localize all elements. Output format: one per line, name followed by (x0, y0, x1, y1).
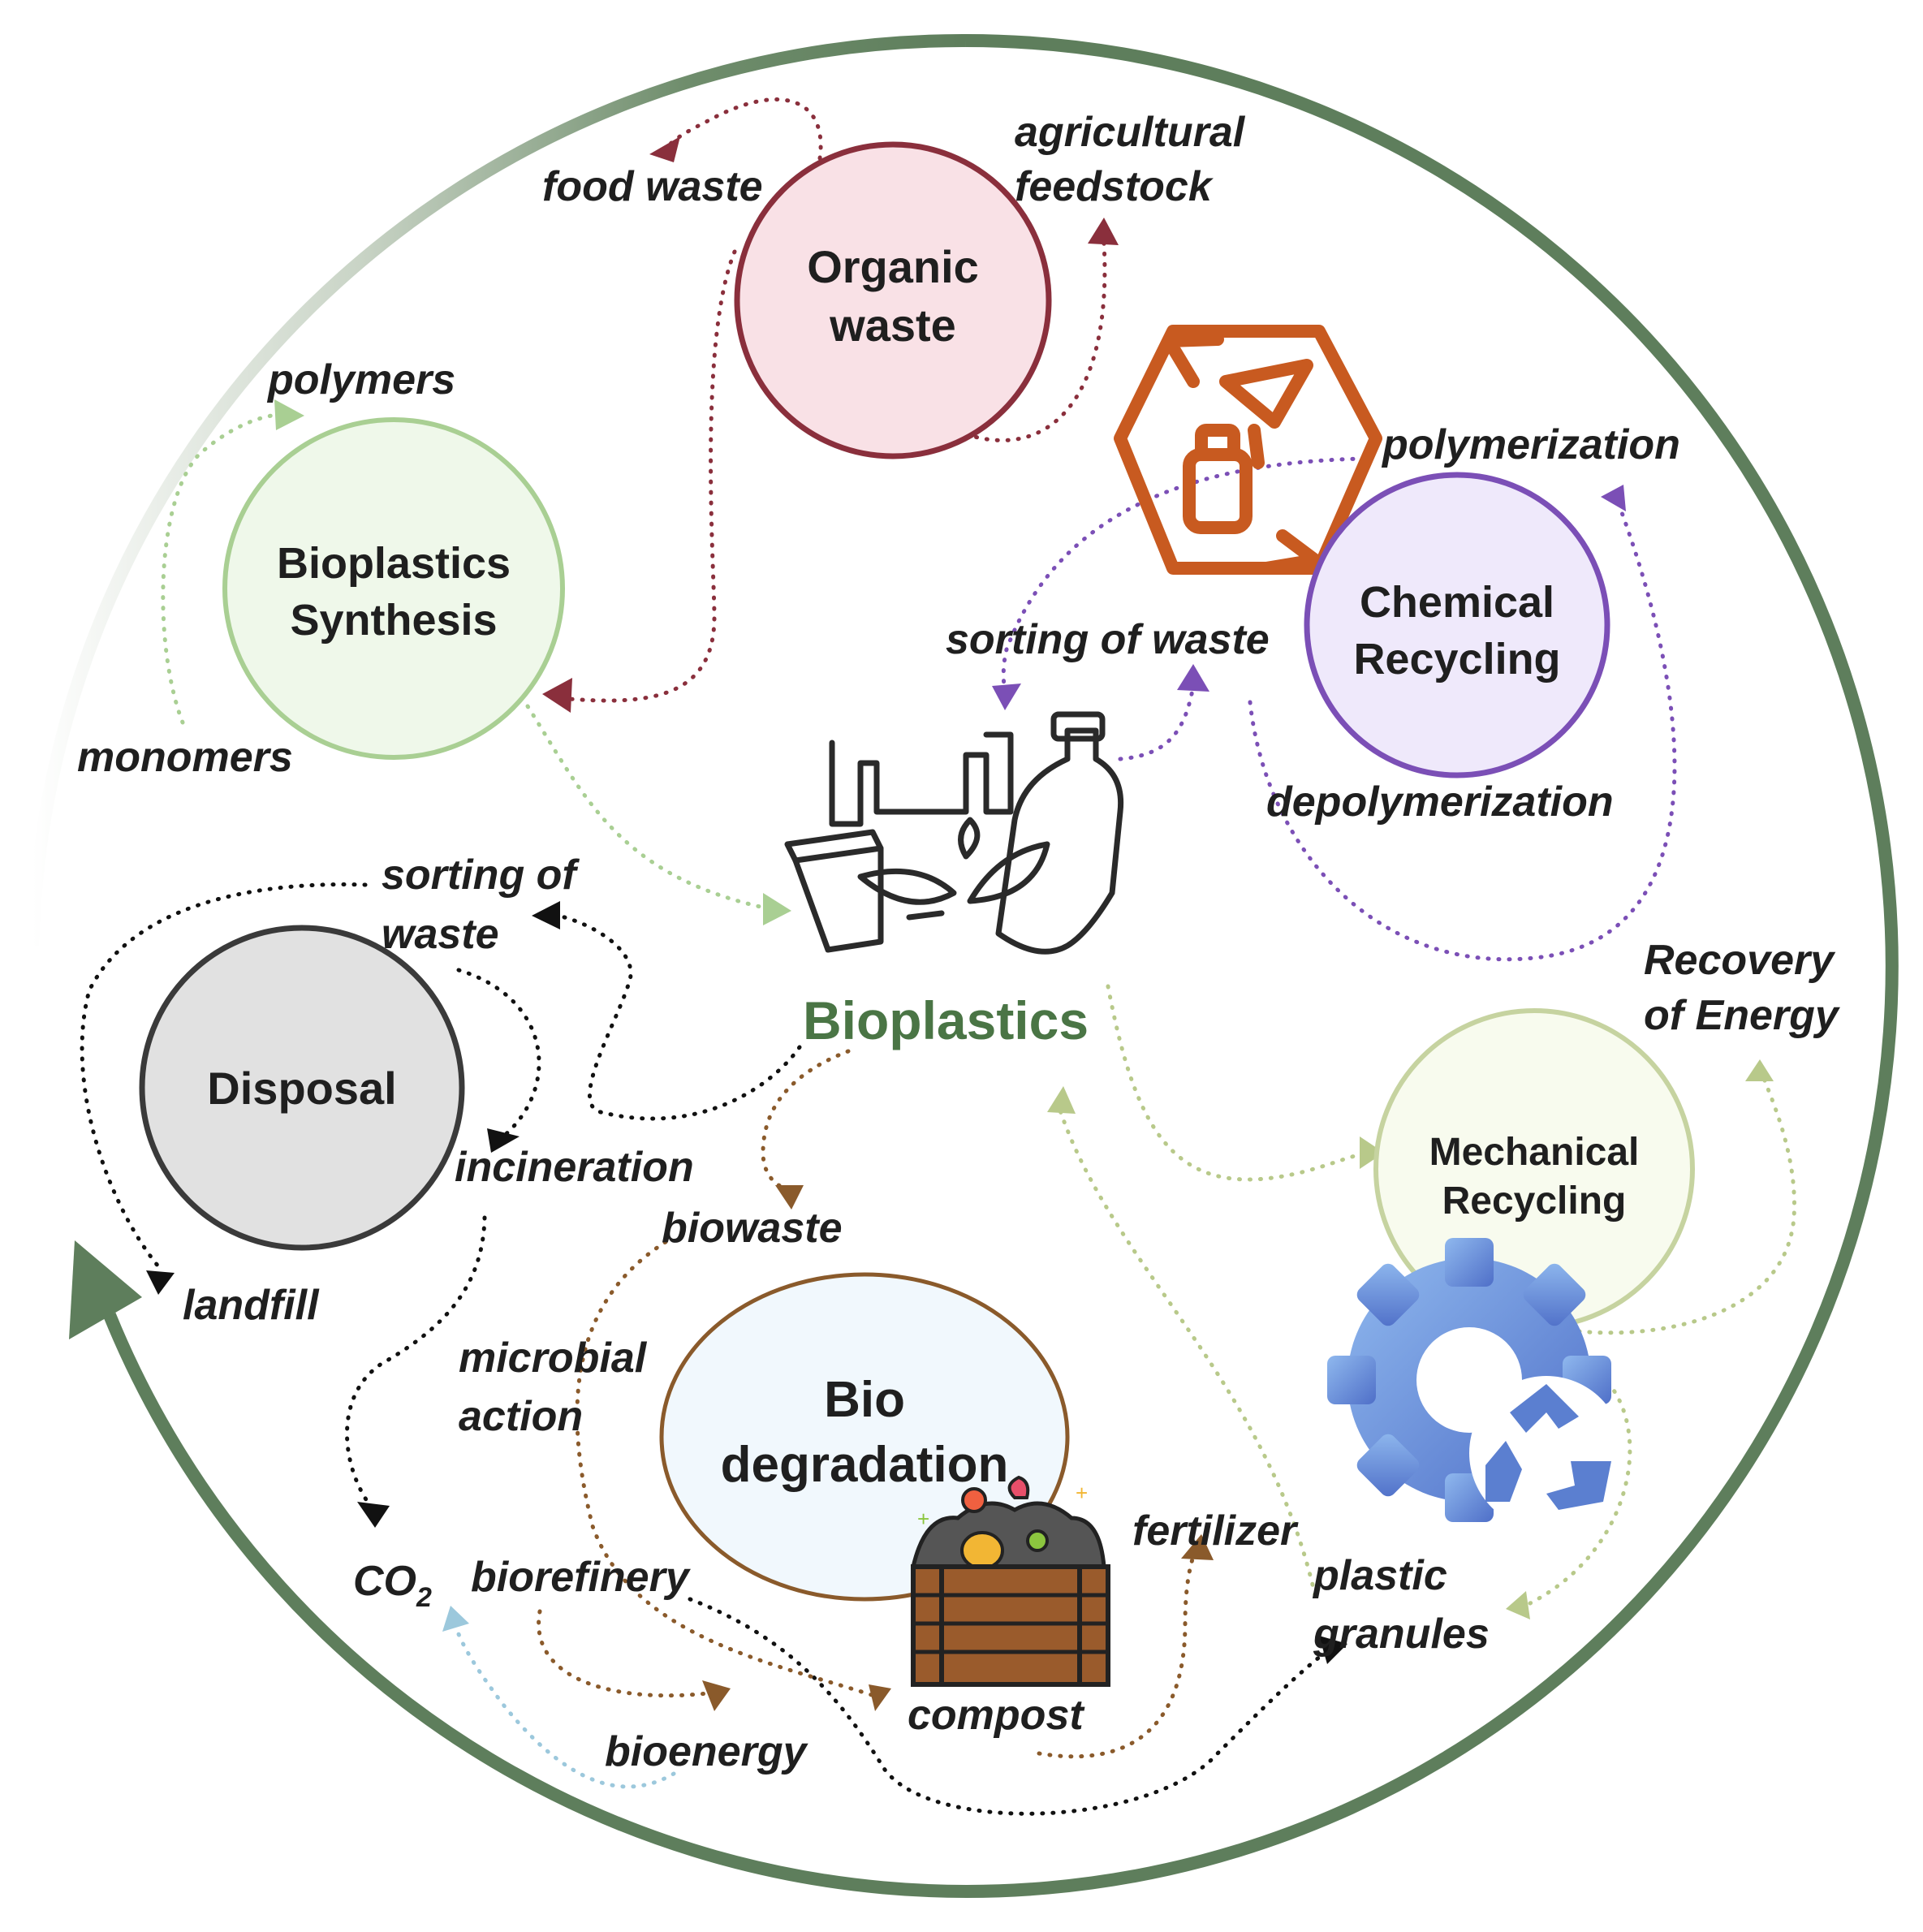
mechanical-label-2: Recycling (1442, 1179, 1627, 1223)
arrow-recovery (1745, 1059, 1774, 1081)
arrow-plastic-granules (1506, 1591, 1530, 1619)
label-food-waste: food waste (542, 163, 763, 210)
synthesis-label-2: Synthesis (290, 596, 497, 645)
label-biowaste: biowaste (662, 1205, 843, 1252)
bioplastics-title: Bioplastics (803, 990, 1089, 1050)
label-polymers: polymers (266, 356, 455, 403)
label-recovery-2: of Energy (1644, 992, 1841, 1039)
label-co2: CO2 (353, 1558, 432, 1613)
disposal-label: Disposal (207, 1063, 396, 1114)
arrow-biowaste (775, 1185, 804, 1210)
arrow-food-waste (649, 136, 680, 162)
label-agricultural-1: agricultural (1015, 109, 1246, 156)
arrow-bioenergy (702, 1680, 731, 1711)
label-biorefinery: biorefinery (471, 1554, 692, 1601)
arrow-sorting-disp (532, 901, 560, 929)
label-recovery-1: Recovery (1644, 937, 1836, 984)
synthesis-label-1: Bioplastics (277, 539, 511, 588)
arrow-agricultural (1088, 218, 1119, 245)
ring-arrowhead (69, 1240, 142, 1339)
arrow-compost (869, 1684, 891, 1711)
compost-bin-icon: + + (910, 1475, 1110, 1687)
mechanical-label-1: Mechanical (1429, 1131, 1640, 1174)
label-sorting-disp-2: waste (382, 911, 499, 958)
organic-label-2: waste (829, 300, 956, 351)
synthesis-connectors (161, 412, 774, 912)
co2-main: CO (353, 1558, 416, 1605)
node-bioplastics-synthesis: Bioplastics Synthesis (222, 417, 565, 760)
arrow-up-bioplastics (1047, 1086, 1076, 1114)
label-depolymerization: depolymerization (1266, 778, 1614, 826)
label-polymerization: polymerization (1381, 421, 1680, 468)
arrow-co2 (357, 1502, 390, 1528)
organic-label-1: Organic (807, 241, 979, 292)
chemical-connectors (1001, 456, 1677, 962)
bio-label-2: degradation (721, 1437, 1009, 1493)
arrow-bioplastic-to-chem (1177, 664, 1209, 692)
node-chemical-recycling: Chemical Recycling (1304, 472, 1610, 778)
arrow-granules (1319, 1636, 1347, 1664)
label-landfill: landfill (183, 1282, 320, 1329)
arrow-landfill (146, 1270, 175, 1295)
label-sorting-of-waste-chem: sorting of waste (946, 616, 1270, 663)
arrow-synthesis (542, 678, 572, 713)
bioplastic-bag-bottle-cup-leaf-icon (784, 711, 1124, 955)
chemical-label-1: Chemical (1360, 578, 1554, 627)
arrow-to-mechanical (1360, 1136, 1384, 1169)
node-organic-waste: Organic waste (734, 141, 1052, 459)
label-incineration: incineration (455, 1144, 694, 1191)
bio-connectors (537, 1049, 1200, 1759)
label-monomers: monomers (77, 734, 293, 781)
node-disposal: Disposal (139, 925, 465, 1251)
chemical-label-2: Recycling (1353, 635, 1560, 684)
outer-cycle-ring (26, 33, 1899, 1898)
bio-label-1: Bio (824, 1372, 905, 1428)
label-bioenergy: bioenergy (605, 1728, 809, 1775)
disposal-connectors (80, 882, 1334, 1816)
arrow-polymers (274, 399, 304, 430)
svg-text:+: + (917, 1507, 929, 1531)
gear-recycle-icon (1327, 1238, 1623, 1530)
arrow-polymerization (1601, 485, 1626, 511)
arrow-co2-return (442, 1606, 469, 1632)
svg-text:+: + (1076, 1481, 1088, 1505)
label-plastic-granules-1: plastic (1312, 1552, 1447, 1599)
label-sorting-disp-1: sorting of (382, 852, 580, 899)
co2-subscript: 2 (416, 1582, 432, 1613)
label-microbial-2: action (459, 1393, 583, 1440)
organic-connectors (558, 97, 1107, 703)
label-plastic-granules-2: granules (1313, 1611, 1490, 1658)
co2-connector (452, 1621, 676, 1789)
arrow-to-bioplastics (763, 893, 791, 925)
label-fertilizer: fertilizer (1132, 1507, 1299, 1555)
label-microbial-1: microbial (459, 1335, 648, 1382)
label-agricultural-2: feedstock (1015, 163, 1214, 210)
arrow-fertilizer (1181, 1534, 1214, 1560)
arrow-incineration (487, 1128, 520, 1153)
arrow-sorting-chem (992, 684, 1021, 710)
label-compost: compost (908, 1692, 1085, 1739)
